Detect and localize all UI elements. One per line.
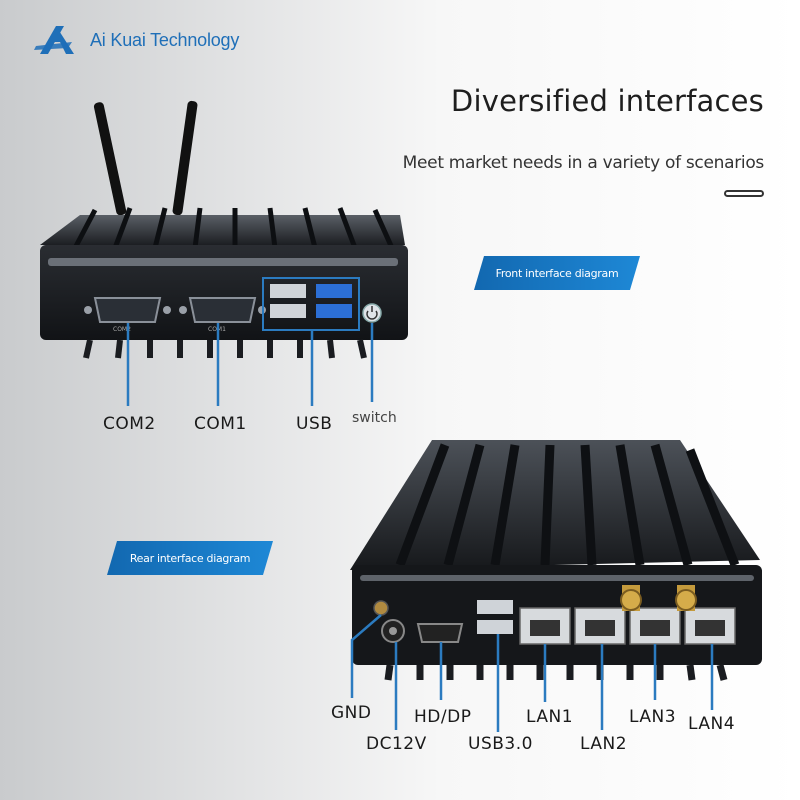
gnd-screw-icon: [373, 600, 389, 616]
label-lan3: LAN3: [629, 707, 677, 727]
com2-port: [84, 297, 171, 323]
heatsink-fins: [40, 207, 405, 250]
brand-logo-icon: [34, 26, 74, 54]
page-subtitle: Meet market needs in a variety of scenar…: [402, 153, 765, 173]
label-dc12v: DC12V: [366, 734, 427, 754]
hdmi-port-icon: [416, 623, 464, 643]
brand-name: Ai Kuai Technology: [90, 29, 240, 50]
brand: Ai Kuai Technology: [34, 20, 239, 60]
label-usb30: USB3.0: [468, 734, 533, 754]
rear-diagram-banner: Rear interface diagram: [107, 541, 273, 575]
label-com1: COM1: [194, 414, 247, 434]
antenna-connector-icon: [675, 585, 697, 611]
com2-print: COM2: [113, 326, 131, 333]
decorative-pill: [724, 190, 764, 197]
front-diagram-banner: Front interface diagram: [474, 256, 640, 290]
antenna-icon: [93, 102, 127, 216]
label-gnd: GND: [331, 703, 372, 723]
label-lan2: LAN2: [580, 734, 628, 754]
antenna-icon: [172, 100, 198, 216]
label-hd-dp: HD/DP: [414, 707, 472, 727]
page-title: Diversified interfaces: [450, 84, 764, 118]
label-usb: USB: [296, 414, 333, 434]
label-switch: switch: [352, 410, 397, 426]
com1-port: [179, 297, 266, 323]
label-lan1: LAN1: [526, 707, 574, 727]
label-com2: COM2: [103, 414, 156, 434]
label-lan4: LAN4: [688, 714, 736, 734]
antenna-connector-icon: [620, 585, 642, 611]
